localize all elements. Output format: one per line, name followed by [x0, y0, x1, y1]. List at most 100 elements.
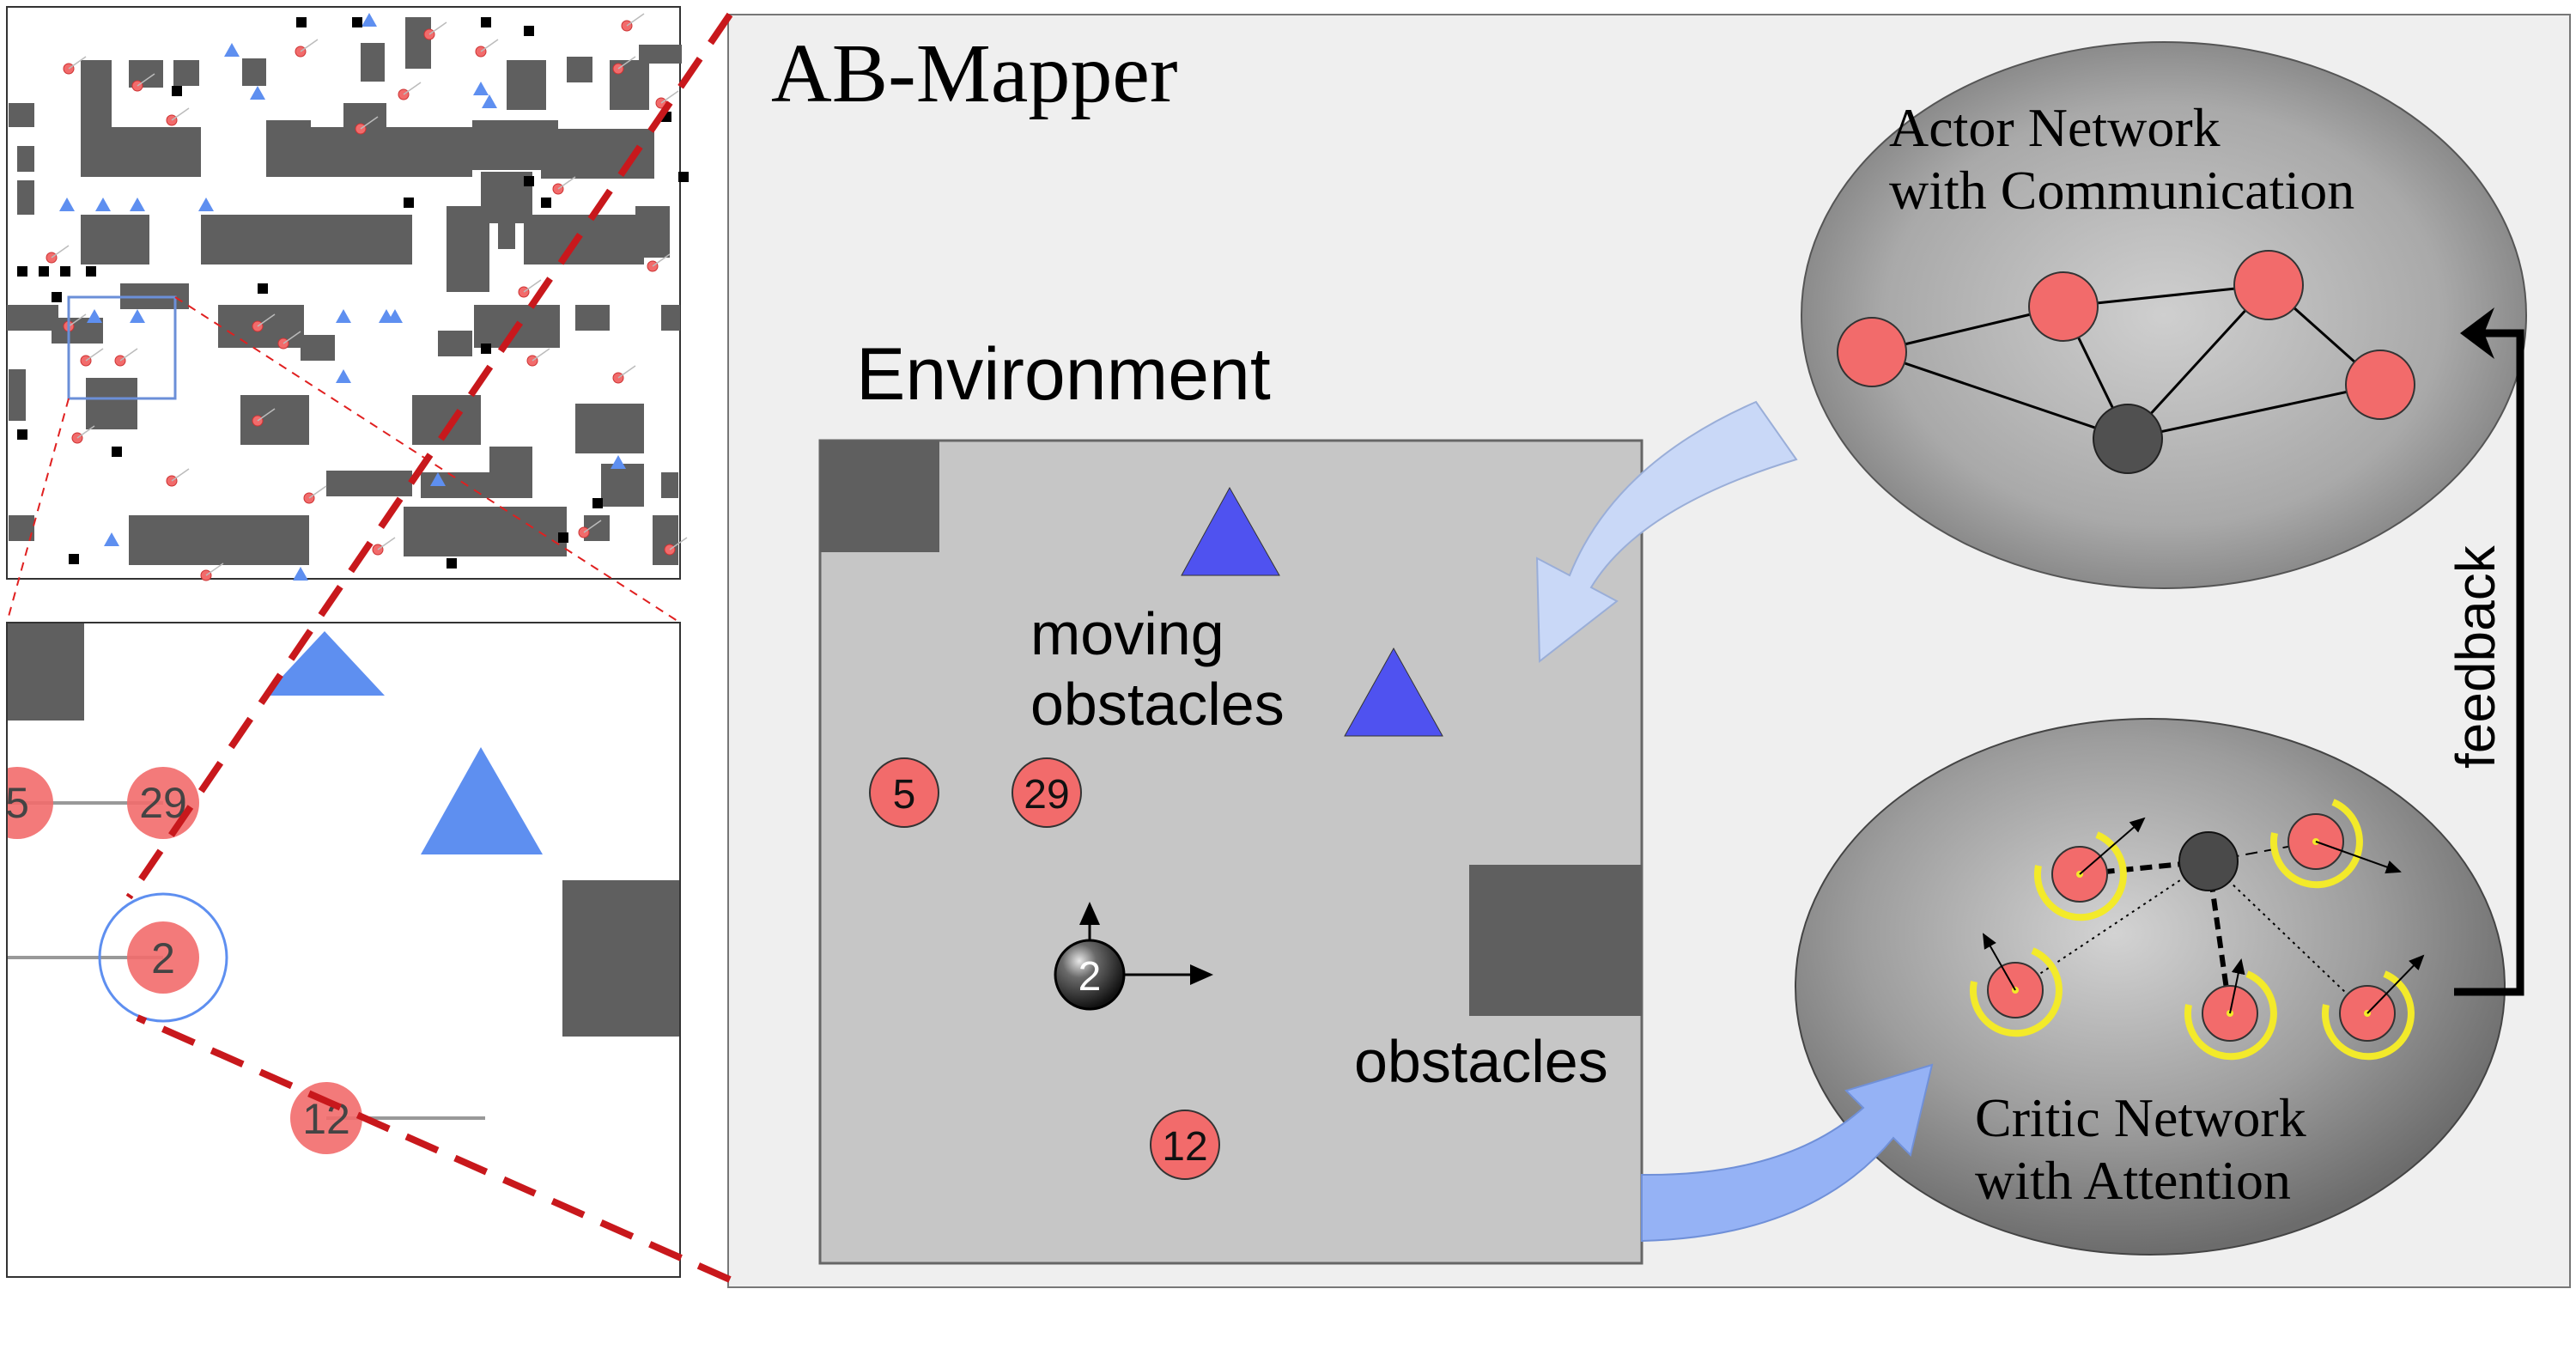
map-agent-heading	[377, 537, 396, 550]
map-agent-heading	[669, 537, 688, 550]
env-moving-obstacle	[1344, 647, 1443, 737]
map-moving-obstacle	[59, 198, 75, 211]
actor-network-label: with Communication	[1889, 160, 2354, 221]
zoom-agent	[127, 921, 199, 994]
map-moving-obstacle	[198, 198, 214, 211]
map-moving-obstacle	[361, 13, 377, 27]
feedback-arrow	[2454, 329, 2524, 996]
map-obstacle	[129, 515, 309, 565]
map-obstacle	[301, 335, 335, 361]
actor-node	[2345, 350, 2415, 420]
zoom-agent	[8, 767, 53, 839]
zoom-agent-highlight	[98, 892, 228, 1023]
map-moving-obstacle	[130, 309, 145, 323]
critic-agent-heading	[2366, 954, 2425, 1014]
feedback-arrowhead	[2460, 307, 2494, 359]
panel-title: AB-Mapper	[771, 27, 1178, 120]
critic-network-label: Critic Network	[1975, 1087, 2306, 1148]
map-agent-heading	[76, 425, 95, 439]
zoom-moving-obstacle	[264, 631, 385, 696]
map-moving-obstacle	[473, 82, 489, 95]
feedback-label: feedback	[2445, 544, 2506, 769]
actor-node	[1837, 317, 1907, 387]
critic-agents	[1969, 799, 2425, 1061]
attention-link	[2208, 860, 2368, 1014]
map-marker	[258, 283, 268, 294]
map-markers	[17, 17, 689, 569]
map-agent-heading	[257, 408, 276, 422]
map-agent-heading	[283, 331, 301, 344]
zoom-region-box	[67, 295, 177, 400]
env-agent-label: 29	[1024, 772, 1069, 818]
env-agent	[1012, 757, 1082, 828]
map-agent-heading	[617, 56, 636, 70]
map-marker	[112, 447, 122, 457]
critic-agent-heading	[2315, 841, 2402, 874]
map-agent-heading	[480, 39, 499, 52]
map-marker	[172, 86, 182, 96]
map-obstacle	[405, 17, 431, 69]
map-agent-heading	[119, 348, 138, 362]
map-obstacle	[7, 305, 58, 331]
env-agent	[1150, 1110, 1220, 1180]
map-marker	[86, 266, 96, 277]
actor-to-env-arrow	[1535, 400, 1798, 664]
map-moving-obstacle	[130, 198, 145, 211]
attention-link	[2014, 860, 2209, 991]
map-agent-heading	[583, 520, 602, 533]
map-obstacles	[7, 17, 682, 565]
zoom-agent-label: 2	[151, 934, 175, 982]
actor-center-node	[2093, 404, 2163, 474]
map-moving-obstacle	[250, 86, 265, 100]
map-moving-obstacle	[104, 532, 119, 546]
map-marker	[60, 266, 70, 277]
map-obstacle	[584, 515, 610, 541]
zoom-connector-thick	[125, 12, 733, 900]
zoom-view: 5 29 2 12	[5, 622, 681, 1278]
map-agent-heading	[137, 73, 155, 87]
map-agent-heading	[257, 313, 276, 327]
map-agents	[46, 13, 688, 581]
env-obstacle	[1469, 865, 1642, 1016]
moving-obstacles-label: obstacles	[1030, 671, 1285, 738]
critic-agent-heading	[2229, 958, 2245, 1014]
zoom-agent-label: 5	[5, 779, 29, 827]
actor-node	[2233, 250, 2304, 320]
map-agent-heading	[308, 485, 327, 499]
env-agent-label: 5	[893, 772, 916, 818]
map-moving-obstacle	[430, 472, 446, 486]
map-agent-heading	[68, 313, 87, 327]
map-marker	[541, 198, 551, 208]
zoom-connector-thick	[136, 1014, 732, 1283]
map-agent-heading	[360, 116, 379, 130]
map-marker	[404, 198, 414, 208]
zoom-agent	[290, 1082, 362, 1154]
map-marker	[481, 344, 491, 354]
overview-map	[6, 6, 689, 581]
actor-node	[2028, 271, 2099, 342]
map-agent-heading	[557, 176, 576, 190]
map-obstacle	[17, 180, 34, 215]
map-obstacle	[575, 305, 610, 331]
map-obstacle	[266, 215, 412, 264]
map-obstacle	[661, 305, 680, 331]
map-obstacle	[240, 395, 309, 445]
map-obstacle	[81, 215, 149, 264]
map-obstacle	[498, 198, 515, 249]
env-agent-label: 12	[1162, 1124, 1207, 1170]
controlled-agent	[1054, 939, 1126, 1011]
map-moving-obstacle	[87, 309, 102, 323]
map-obstacle	[361, 43, 385, 82]
zoom-connector-line	[6, 398, 70, 623]
map-obstacle	[242, 58, 266, 86]
map-moving-obstacle	[482, 94, 497, 108]
map-agent-heading	[626, 13, 645, 27]
map-marker	[447, 558, 457, 569]
zoom-moving-obstacle	[421, 747, 543, 854]
map-obstacle	[412, 395, 481, 445]
map-obstacle	[86, 378, 137, 429]
map-moving-obstacle	[95, 198, 111, 211]
map-obstacle	[81, 127, 201, 177]
map-moving-obstacle	[336, 369, 351, 383]
